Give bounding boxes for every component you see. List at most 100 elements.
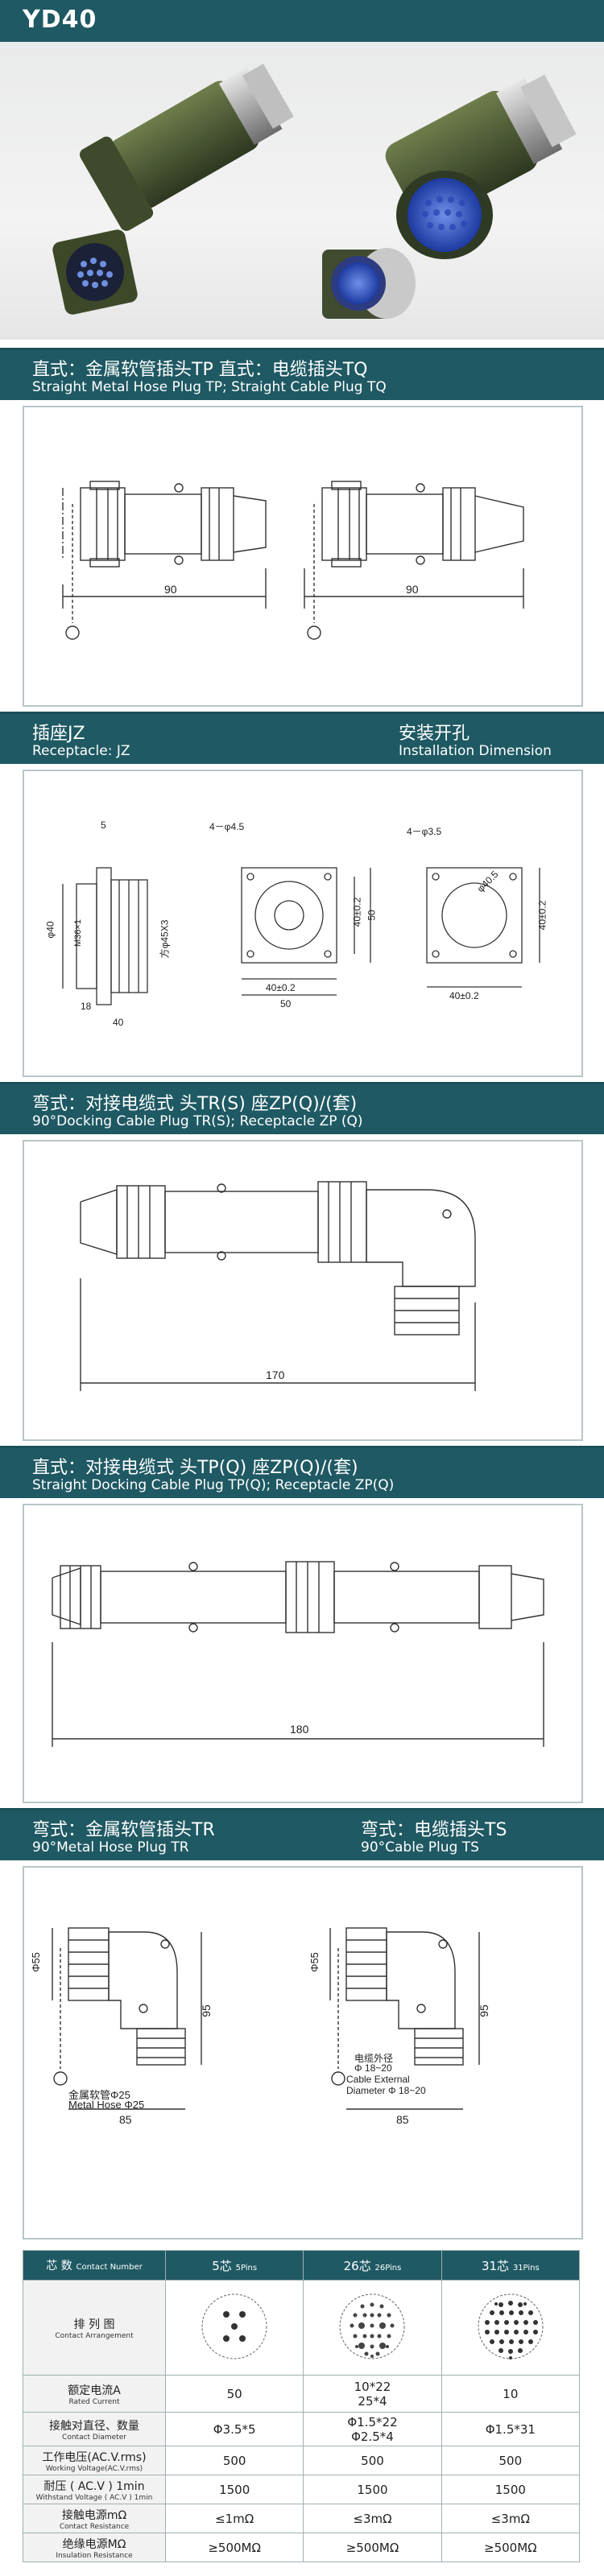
row-label-zh: 额定电流A [68, 2384, 121, 2397]
row-label-zh: 耐压 ( AC.V ) 1min [43, 2479, 145, 2493]
dim-square-thread: 方φ45X3 [159, 919, 171, 959]
section-3-title-en: 90°Docking Cable Plug TR(S); Receptacle … [32, 1113, 363, 1129]
dim-ts-height: 95 [477, 2004, 490, 2017]
row-label-en: Rated Current [68, 2397, 120, 2406]
spec-col-26pins: 26芯 26Pins [303, 2250, 442, 2281]
arrangement-31pins [441, 2280, 581, 2376]
spec-cell: 500 [303, 2446, 442, 2475]
section-5-title-en-right: 90°Cable Plug TS [361, 1839, 479, 1856]
row-label-en: Insulation Resistance [56, 2551, 133, 2560]
spec-cell: 500 [441, 2446, 581, 2475]
dim-length-170: 170 [266, 1368, 285, 1381]
dim-flange-thickness: 5 [101, 819, 106, 831]
page-header: YD40 [0, 0, 604, 42]
col-26-en: 26Pins [374, 2263, 402, 2273]
section-4-title-zh: 直式：对接电缆式 头TP(Q) 座ZP(Q)/(套) [32, 1458, 358, 1478]
col-31-zh: 31芯 [481, 2258, 510, 2273]
section-1-drawing-frame: 90 90 [23, 406, 583, 707]
spec-cell: 500 [164, 2446, 304, 2475]
row-label-en: Contact Arrangement [55, 2331, 134, 2340]
section-5-title-en: 90°Metal Hose Plug TR [32, 1839, 189, 1856]
spec-cell: 1500 [441, 2475, 581, 2504]
spec-cell: Φ1.5*31 [441, 2412, 581, 2446]
row-label-en: Contact Resistance [59, 2522, 130, 2531]
spec-header-en: Contact Number [76, 2263, 143, 2272]
section-5-title-zh-right: 弯式：电缆插头TS [361, 1820, 507, 1840]
straight-docking-drawing [52, 1561, 544, 1747]
section-4-drawing-frame: 180 [23, 1504, 583, 1803]
section-2-title-zh: 插座JZ [32, 724, 85, 744]
spec-cell: 1500 [164, 2475, 304, 2504]
section-1-title-en: Straight Metal Hose Plug TP; Straight Ca… [32, 379, 387, 395]
dim-ts-width: 85 [396, 2113, 409, 2126]
spec-cell: ≥500MΩ [164, 2533, 304, 2562]
spec-cell: Φ3.5*5 [164, 2412, 304, 2446]
section-4-title-bar: 直式：对接电缆式 头TP(Q) 座ZP(Q)/(套) Straight Dock… [0, 1446, 604, 1498]
spec-cell: ≥500MΩ [441, 2533, 581, 2562]
row-label-zh: 接触电源mΩ [61, 2508, 127, 2522]
dim-cutout-holes: 4－φ3.5 [407, 826, 442, 837]
col-31-en: 31Pins [512, 2263, 540, 2273]
section-2-title-bar: 插座JZ Receptacle: JZ 安装开孔 Installation Di… [0, 712, 604, 764]
dim-flange-width: 50 [280, 998, 292, 1009]
dim-tr-width: 85 [119, 2113, 132, 2126]
tr-hose-label-en: Metal Hose Φ25 [68, 2099, 145, 2111]
section-5-title-zh: 弯式：金属软管插头TR [32, 1820, 215, 1840]
pin-layout-31-icon [478, 2293, 544, 2359]
cable-plug-tq-drawing [307, 481, 524, 640]
pin-layout-26-icon [339, 2293, 405, 2359]
pin-layout-5-icon [201, 2293, 267, 2359]
arrangement-5pins [164, 2280, 304, 2376]
col-5-zh: 5芯 [212, 2258, 232, 2273]
spec-cell: ≤3mΩ [441, 2504, 581, 2533]
row-label-en: Working Voltage(AC.V.rms) [45, 2464, 143, 2473]
dim-cutout-spacing-v: 40±0.2 [536, 900, 548, 931]
spec-header-label: 芯 数 Contact Number [23, 2250, 166, 2281]
row-label-zh: 排 列 图 [73, 2318, 115, 2331]
hose-plug-tr-drawing [52, 1927, 202, 2110]
spec-cell: 10 [441, 2375, 581, 2413]
row-label-en: Contact Diameter [62, 2433, 126, 2442]
section-1-title-zh: 直式：金属软管插头TP 直式：电缆插头TQ [32, 360, 368, 380]
page-title: YD40 [23, 6, 97, 34]
spec-cell: 50 [164, 2375, 304, 2413]
section-5-drawing-frame: Φ55 95 金属软管Φ25 Metal Hose Φ25 85 Φ55 95 … [23, 1866, 583, 2240]
spec-row-label: 工作电压(AC.V.rms)Working Voltage(AC.V.rms) [23, 2446, 166, 2475]
section-2-title-en: Receptacle: JZ [32, 743, 130, 759]
spec-col-5pins: 5芯 5Pins [164, 2250, 304, 2281]
receptacle-side-view [62, 867, 148, 1005]
receptacle-front-view [241, 867, 371, 996]
spec-cell: ≤1mΩ [164, 2504, 304, 2533]
spec-col-31pins: 31芯 31Pins [441, 2250, 581, 2281]
spec-cell: ≥500MΩ [303, 2533, 442, 2562]
dim-hole-spacing-v: 40±0.2 [351, 897, 363, 927]
ts-cable-label-zh: 电缆外径 [354, 2053, 394, 2064]
spec-cell: ≤3mΩ [303, 2504, 442, 2533]
dim-thread: M36×1 [72, 919, 83, 947]
spec-cell: 1500 [303, 2475, 442, 2504]
row-label-en: Withstand Voltage ( AC.V ) 1min [35, 2493, 153, 2502]
col-26-zh: 26芯 [343, 2258, 371, 2273]
dim-ts-diameter: Φ55 [308, 1952, 321, 1972]
cable-plug-ts-drawing [329, 1927, 480, 2110]
section-1-title-bar: 直式：金属软管插头TP 直式：电缆插头TQ Straight Metal Hos… [0, 348, 604, 400]
spec-cell: 10*22 25*4 [303, 2375, 442, 2413]
installation-cutout-view [426, 867, 540, 988]
ts-cable-range-zh: Φ 18~20 [354, 2062, 392, 2074]
section-2-title-en-right: Installation Dimension [399, 743, 552, 759]
receptacle-drawing [62, 867, 540, 1005]
section-2-drawing-frame: 5 4－φ4.5 φ40 M36×1 方φ45X3 18 40 40±0.2 5… [23, 770, 583, 1077]
dim-length-tq: 90 [406, 583, 419, 596]
section-4-title-en: Straight Docking Cable Plug TP(Q); Recep… [32, 1477, 395, 1493]
ts-cable-label-en: Cable External [346, 2074, 410, 2085]
section-3-drawing-frame: 170 [23, 1140, 583, 1441]
connector-illustration [52, 64, 577, 319]
